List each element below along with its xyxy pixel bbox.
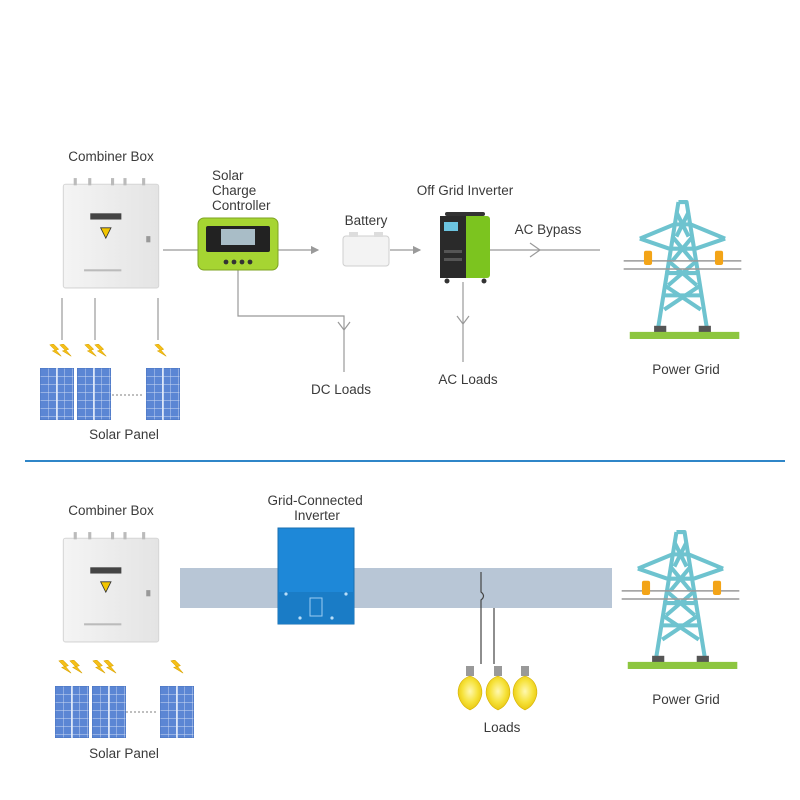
battery-label: Battery: [345, 213, 388, 228]
light-bulb-icon: [457, 666, 483, 711]
dc-loads-label: DC Loads: [311, 382, 371, 397]
grid-connected-inverter-image: [277, 527, 355, 625]
solar-panel-image: [55, 686, 89, 738]
solar-panel-image: [146, 368, 180, 420]
bottom-diagram: Combiner Box Grid-Connected Inverter: [55, 493, 739, 761]
solar-panel-image: [92, 686, 126, 738]
off-grid-inverter-label: Off Grid Inverter: [417, 183, 514, 198]
load-bulbs: [457, 666, 538, 711]
power-grid-tower-icon: [622, 532, 740, 669]
combiner-box-label: Combiner Box: [68, 503, 154, 518]
sunlight-bolt-icon: [58, 660, 72, 674]
grid-connected-inverter-label: Grid-Connected Inverter: [267, 493, 366, 523]
loads-label: Loads: [484, 720, 521, 735]
power-grid-label: Power Grid: [652, 362, 720, 377]
sunlight-bolt-icon: [84, 344, 97, 357]
charge-controller-label: Solar Charge Controller: [212, 168, 271, 213]
combiner-box-image: [62, 177, 160, 289]
solar-panel-image: [77, 368, 111, 420]
sunlight-bolt-icon: [69, 660, 83, 674]
battery-image: [342, 232, 390, 267]
sunlight-bolt-icon: [170, 660, 184, 674]
solar-panel-image: [160, 686, 194, 738]
ac-loads-label: AC Loads: [438, 372, 498, 387]
solar-panel-label: Solar Panel: [89, 427, 159, 442]
charge-controller-image: [197, 217, 279, 271]
ac-bypass-label: AC Bypass: [515, 222, 582, 237]
combiner-box-label: Combiner Box: [68, 149, 154, 164]
sunlight-bolt-icon: [94, 344, 107, 357]
sunlight-bolt-icon: [103, 660, 117, 674]
sunlight-bolt-icon: [92, 660, 106, 674]
power-grid-tower-icon: [624, 202, 742, 339]
top-diagram: Combiner Box Solar Charge Controller Bat…: [40, 149, 741, 442]
off-grid-inverter-image: [440, 212, 490, 284]
sunlight-bolt-icon: [154, 344, 167, 357]
light-bulb-icon: [512, 666, 538, 711]
solar-panel-image: [40, 368, 74, 420]
sunlight-bolt-icon: [49, 344, 62, 357]
combiner-box-image: [62, 531, 160, 643]
power-grid-label: Power Grid: [652, 692, 720, 707]
solar-panel-label: Solar Panel: [89, 746, 159, 761]
light-bulb-icon: [485, 666, 511, 711]
sunlight-bolt-icon: [59, 344, 72, 357]
top-wires: [61, 242, 600, 396]
power-bus-bar: [180, 568, 612, 608]
